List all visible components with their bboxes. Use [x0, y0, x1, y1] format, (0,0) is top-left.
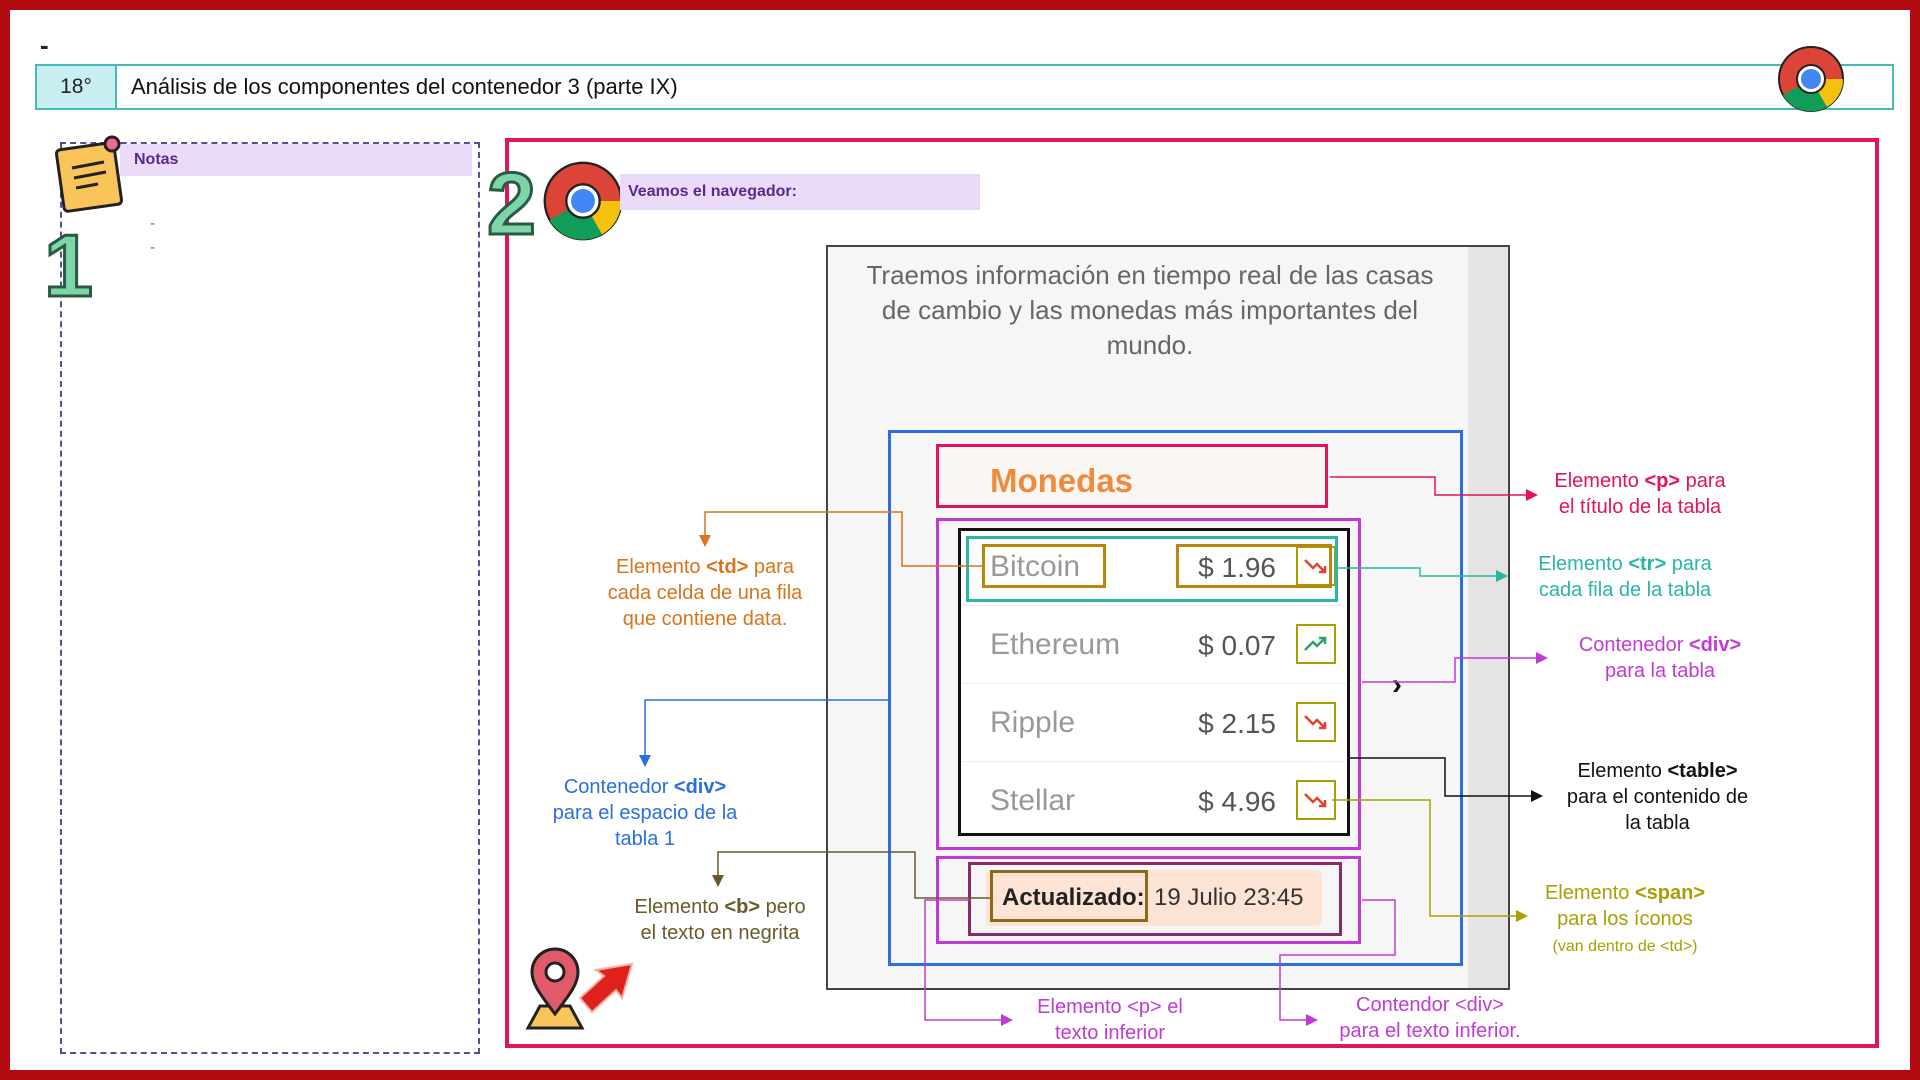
- coin-name: Ethereum: [990, 628, 1121, 661]
- top-dash: -: [40, 30, 49, 60]
- table-row: Bitcoin $ 1.96: [962, 530, 1346, 606]
- coin-price: $ 4.96: [1198, 786, 1276, 817]
- notes-lines: - -: [150, 212, 155, 260]
- tr-highlight: [966, 536, 1338, 602]
- notes-line: -: [150, 239, 155, 256]
- coin-price: $ 0.07: [1198, 630, 1276, 661]
- chrome-logo-icon: [1778, 46, 1844, 112]
- td-highlight: [1176, 544, 1332, 588]
- label-div-table: Contenedor <div>para la tabla: [1578, 634, 1742, 682]
- scrollbar-track: [1468, 247, 1508, 988]
- row-separator: [962, 605, 1346, 606]
- table-row: Stellar $ 4.96: [962, 764, 1346, 840]
- chrome-logo-icon: [543, 161, 623, 241]
- coin-price: $ 2.15: [1198, 708, 1276, 739]
- table-title: Monedas: [990, 462, 1134, 499]
- coins-table: [958, 528, 1350, 836]
- label-span: Elemento <span>para los íconos(van dentr…: [1544, 882, 1706, 955]
- bottom-paragraph-box: [968, 862, 1342, 936]
- table-space-container: [888, 430, 1463, 966]
- intro-text: Traemos información en tiempo real de la…: [866, 260, 1434, 360]
- updated-label: Actualizado:: [1002, 884, 1145, 911]
- coin-name: Ripple: [990, 706, 1076, 739]
- notes-panel: [60, 142, 480, 1054]
- coin-price: $ 1.96: [1198, 552, 1276, 583]
- coin-name: Bitcoin: [990, 550, 1081, 583]
- map-pin-icon: [525, 947, 634, 1030]
- notes-title: Notas: [120, 144, 472, 176]
- main-panel: [505, 138, 1879, 1048]
- bold-highlight: [990, 870, 1148, 922]
- trend-up-icon: [1296, 624, 1336, 664]
- updated-banner: [986, 870, 1322, 926]
- notes-line: -: [150, 215, 155, 232]
- trend-down-icon: [1296, 702, 1336, 742]
- row-separator: [962, 761, 1346, 762]
- table-container: [936, 518, 1361, 850]
- step-number-2: 2: [486, 154, 538, 253]
- table-row: Ripple $ 2.15: [962, 686, 1346, 762]
- coin-name: Stellar: [990, 784, 1076, 817]
- chevron-right-icon: ›: [1392, 668, 1402, 701]
- row-separator: [962, 683, 1346, 684]
- slide-title: Análisis de los componentes del contened…: [131, 74, 678, 99]
- label-div-bottom: Contendor <div>para el texto inferior.: [1339, 994, 1521, 1042]
- slide-number: 18°: [37, 66, 117, 108]
- table-row: Ethereum $ 0.07: [962, 608, 1346, 684]
- updated-value: 19 Julio 23:45: [1154, 884, 1304, 911]
- sticky-note-icon: [54, 135, 124, 213]
- step-number-1: 1: [43, 216, 95, 315]
- td-highlight: [982, 544, 1106, 588]
- slide-header: 18° Análisis de los componentes del cont…: [35, 64, 1894, 110]
- main-heading: Veamos el navegador:: [620, 174, 980, 210]
- table-title-box: [936, 444, 1328, 508]
